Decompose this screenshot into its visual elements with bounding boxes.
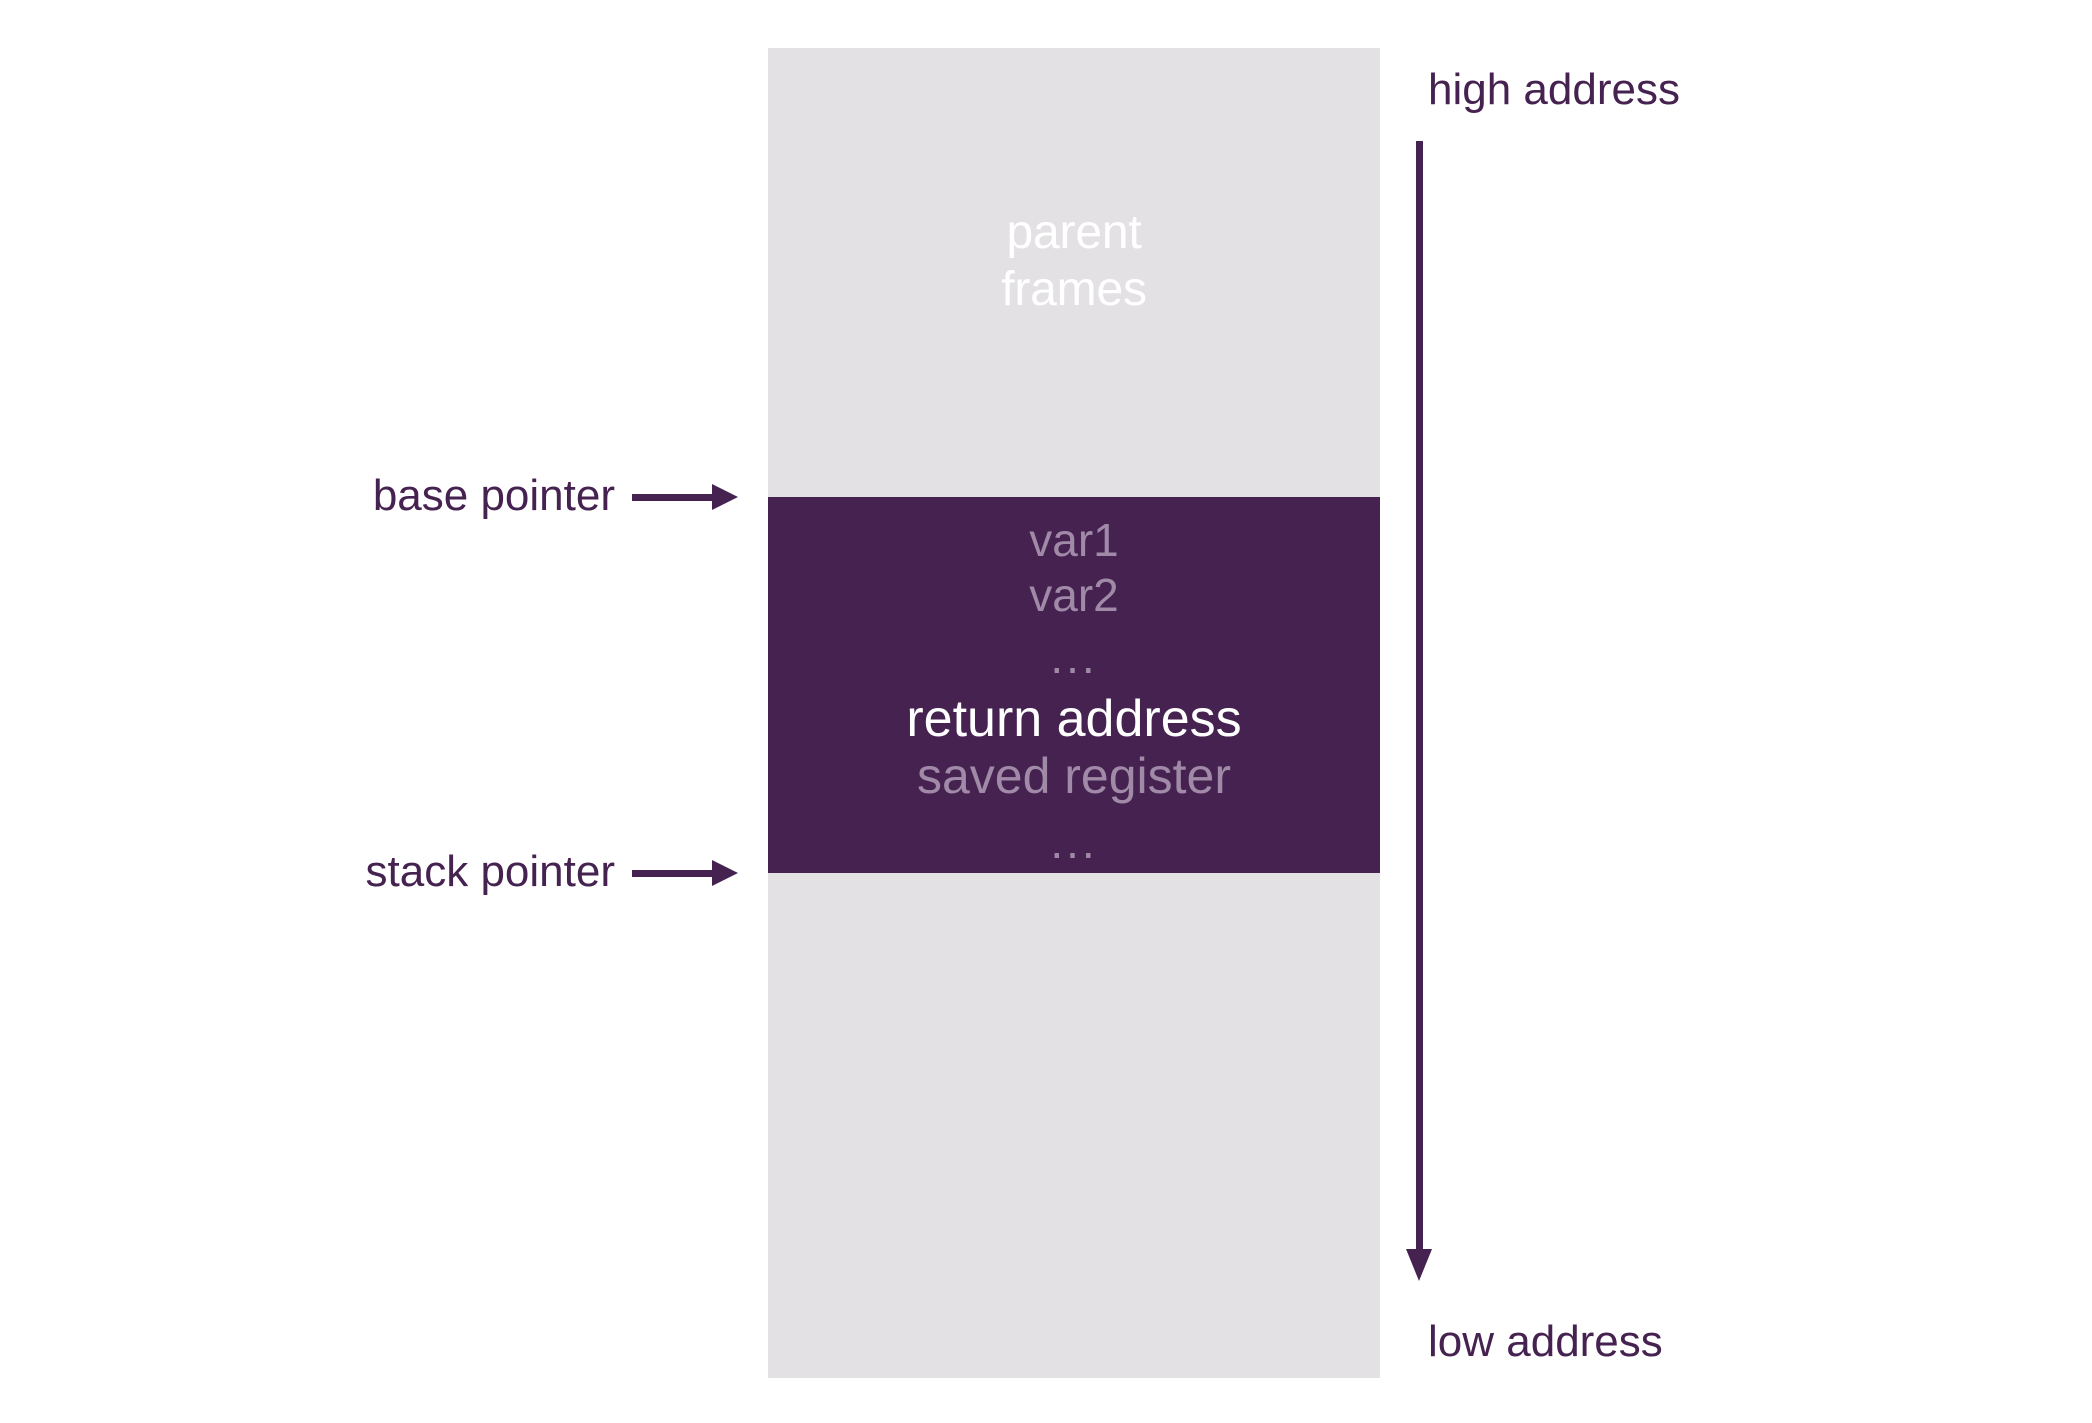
arrow-head xyxy=(712,484,738,510)
frame-row-saved-register: saved register xyxy=(916,748,1232,804)
frame-row-ellipsis-top: ... xyxy=(1050,631,1098,683)
stack-pointer-arrow-icon xyxy=(632,860,740,886)
stack-pointer-label: stack pointer xyxy=(365,847,615,896)
high-address-label: high address xyxy=(1428,65,1680,114)
arrow-head-down xyxy=(1406,1249,1432,1281)
current-frame-block xyxy=(768,497,1380,873)
current-frame-rows: var1 var2 ... return address saved regis… xyxy=(768,497,1380,873)
base-pointer-arrow-icon xyxy=(632,484,740,510)
frame-row-var1: var1 xyxy=(1029,514,1119,566)
parent-frames-label: parent frames xyxy=(1001,206,1147,316)
arrow-shaft xyxy=(632,870,720,877)
arrow-head xyxy=(712,860,738,886)
address-direction-arrow-icon xyxy=(1404,141,1434,1281)
frame-row-var2: var2 xyxy=(1029,569,1119,621)
frame-row-ellipsis-bottom: ... xyxy=(1050,816,1098,868)
base-pointer-label: base pointer xyxy=(372,471,615,520)
arrow-shaft xyxy=(632,494,720,501)
low-address-label: low address xyxy=(1428,1317,1663,1366)
frame-row-return-address: return address xyxy=(906,690,1242,748)
arrow-shaft xyxy=(1416,141,1423,1249)
